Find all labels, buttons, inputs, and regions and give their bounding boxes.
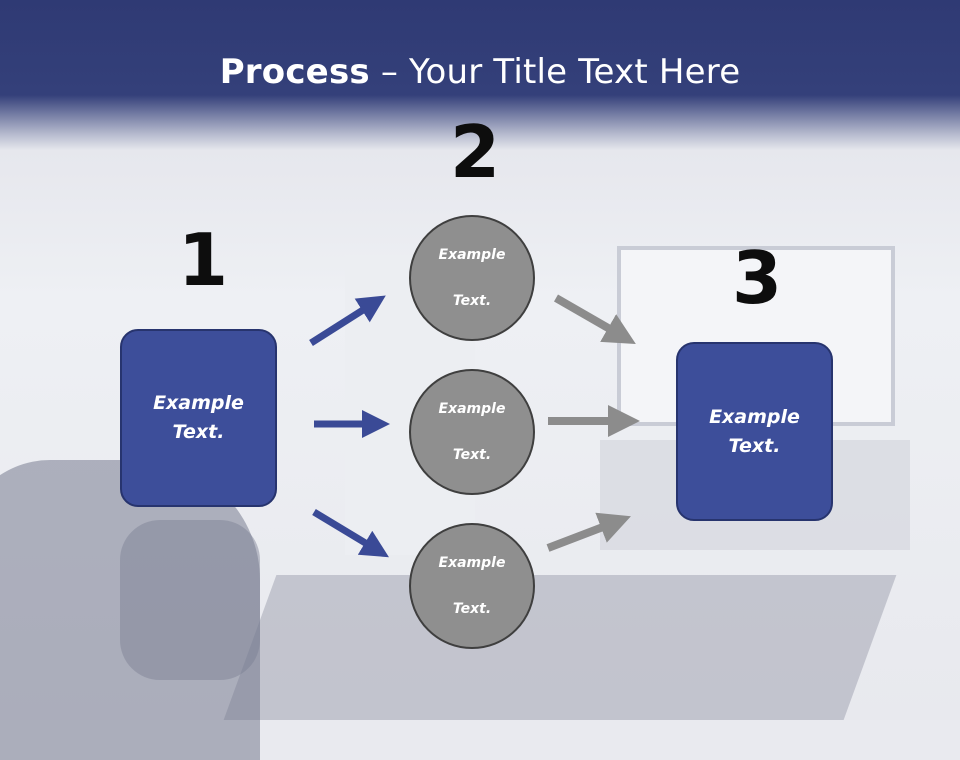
left-box-line2: Text.: [172, 421, 225, 443]
right-box-line1: Example: [709, 405, 800, 428]
step-number-3: 3: [732, 236, 783, 320]
right-box-line2: Text.: [728, 434, 781, 457]
circle-bottom-line1: Example: [438, 554, 506, 571]
title-rest: – Your Title Text Here: [369, 52, 741, 92]
circle-middle-line1: Example: [438, 400, 506, 417]
arrow-bottom-to-right: [546, 512, 631, 552]
title-bold: Process: [219, 52, 370, 92]
circle-bottom-line2: Text.: [452, 600, 492, 617]
slide-title: Process – Your Title Text Here: [0, 52, 960, 92]
circle-top-line2: Text.: [452, 292, 492, 309]
arrows-layer: [309, 294, 640, 558]
background-sofa-arm: [120, 520, 260, 680]
arrow-left-to-top: [309, 295, 386, 346]
background-sofa: [0, 460, 260, 760]
step-number-1: 1: [178, 218, 229, 302]
circle-middle-line2: Text.: [452, 446, 492, 463]
arrow-left-to-bottom: [312, 509, 389, 558]
step-number-2: 2: [450, 110, 501, 194]
arrow-top-to-right: [554, 294, 636, 344]
left-box-line1: Example: [153, 392, 244, 414]
circle-top-line1: Example: [438, 246, 506, 263]
